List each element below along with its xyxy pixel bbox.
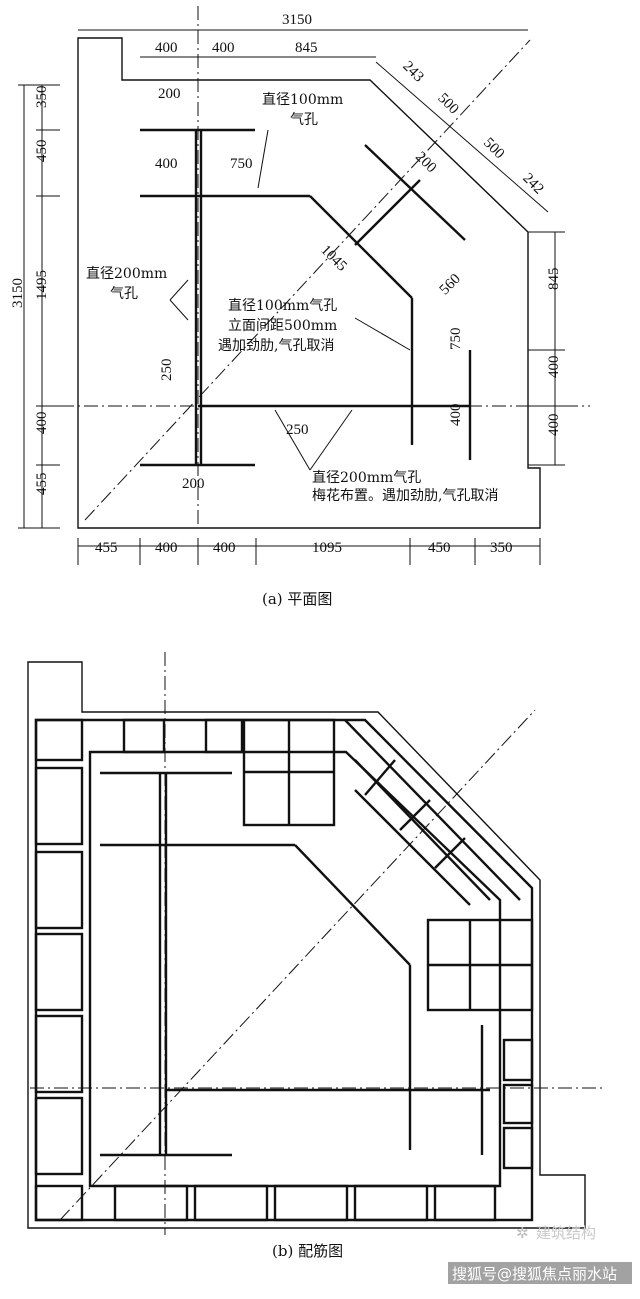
- note-vent100-mid-l2: 立面间距500mm: [228, 318, 337, 334]
- dim-bottom-4: 1095: [312, 540, 342, 556]
- dim-small-6: 560: [437, 271, 464, 298]
- dim-top-total: 3150: [282, 12, 312, 28]
- dim-top-5: 500: [434, 90, 461, 117]
- watermark-logo-icon: ✲: [516, 1224, 529, 1242]
- rebar-steel: [100, 771, 490, 1157]
- dim-small-1: 200: [158, 86, 181, 102]
- dim-bottom-5: 450: [428, 540, 451, 556]
- dim-small-2: 400: [155, 156, 178, 172]
- watermark: ✲ 建筑结构 搜狐号@搜狐焦点丽水站: [448, 1224, 632, 1284]
- note-vent200-left-l1: 直径200mm: [86, 265, 167, 282]
- dim-left-1: 350: [34, 86, 50, 109]
- note-vent100-mid-l3: 遇加劲肋,气孔取消: [218, 338, 334, 354]
- rebar-view: (b) 配筋图: [27, 652, 605, 1260]
- dim-bottom-3: 400: [213, 540, 236, 556]
- dim-left-4: 400: [34, 412, 50, 435]
- note-vent200-left-l2: 气孔: [110, 286, 138, 302]
- watermark-credit: 搜狐号@搜狐焦点丽水站: [452, 1265, 617, 1283]
- dim-top-2: 400: [212, 40, 235, 56]
- rebar-stirrups-bottom: [113, 1184, 497, 1222]
- plan-view: 3150 400 400 845 243 500 500 242 200 400…: [10, 6, 590, 608]
- note-vent100-top-l1: 直径100mm: [262, 91, 343, 108]
- dim-bottom-1: 455: [95, 540, 118, 556]
- dim-small-4: 200: [412, 149, 439, 176]
- rebar-caption: (b) 配筋图: [272, 1242, 343, 1260]
- dim-right-2: 400: [546, 356, 562, 379]
- dim-bottom-6: 350: [490, 540, 513, 556]
- rebar-stirrups-left: [34, 718, 84, 1222]
- dim-right-4: 750: [448, 328, 464, 351]
- dim-small-8: 250: [286, 422, 309, 438]
- dim-top-3: 845: [295, 40, 318, 56]
- rebar-axis-diagonal: [59, 709, 536, 1221]
- rebar-stirrups-top: [122, 718, 336, 827]
- note-vent200-bottom-l1: 直径200mm气孔: [312, 469, 421, 486]
- note-vent100-mid-l1: 直径100mm气孔: [228, 297, 337, 314]
- dim-left-5: 455: [34, 473, 50, 496]
- dim-small-5: 1045: [317, 242, 350, 275]
- note-vent100-top-l2: 气孔: [290, 112, 318, 128]
- plan-axis-diagonal: [84, 39, 531, 521]
- dim-left-total: 3150: [10, 278, 26, 308]
- plan-steel: [140, 128, 472, 467]
- dim-small-3: 750: [230, 156, 253, 172]
- dim-top-1: 400: [155, 40, 178, 56]
- dim-bottom-2: 400: [155, 540, 178, 556]
- dim-right-1: 845: [546, 268, 562, 291]
- dim-right-5: 400: [448, 404, 464, 427]
- dim-right-3: 400: [546, 414, 562, 437]
- dim-small-9: 200: [182, 476, 205, 492]
- dim-left-3: 1495: [34, 270, 50, 300]
- watermark-logo-text: 建筑结构: [536, 1224, 596, 1242]
- plan-caption: (a) 平面图: [262, 590, 332, 608]
- dim-left-2: 450: [34, 140, 50, 163]
- rebar-stirrups-right: [426, 918, 534, 1170]
- dim-top-4: 243: [399, 58, 426, 85]
- rebar-outline: [27, 661, 586, 1229]
- dim-top-6: 500: [480, 135, 507, 162]
- note-vent200-bottom-l2: 梅花布置。遇加劲肋,气孔取消: [312, 488, 498, 504]
- dim-top-7: 242: [519, 170, 546, 197]
- dim-small-7: 250: [159, 359, 175, 382]
